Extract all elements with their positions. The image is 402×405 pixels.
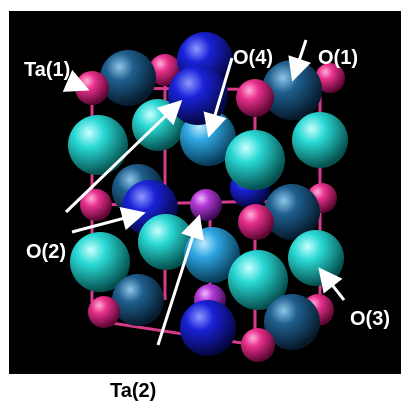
o1-atom — [264, 294, 320, 350]
o3-atom — [225, 130, 285, 190]
label-o3: O(3) — [350, 308, 390, 330]
ta1-atom — [238, 204, 274, 240]
o3-atom — [292, 112, 348, 168]
arrow-o2-lower — [71, 207, 146, 234]
o4-atom — [180, 300, 236, 356]
arrow-o2-upper — [64, 99, 183, 214]
arrow-o4 — [203, 57, 234, 138]
ta1-atom — [241, 328, 275, 362]
atoms-front-layer — [75, 65, 334, 362]
o3-atom — [288, 230, 344, 286]
o1-atom — [184, 227, 240, 283]
o1-atom — [264, 184, 320, 240]
o4-atom — [168, 65, 228, 125]
ta1-atom — [88, 296, 120, 328]
label-o4: O(4) — [233, 47, 273, 69]
ta1-atom — [149, 54, 181, 86]
ta1-atom — [236, 79, 274, 117]
label-o2: O(2) — [26, 241, 66, 263]
ta2-atom — [190, 189, 222, 221]
o3-atom — [138, 214, 194, 270]
arrow-ta1 — [62, 69, 90, 92]
arrow-o1 — [288, 39, 312, 82]
ta1-atom — [75, 71, 109, 105]
label-ta1: Ta(1) — [24, 59, 70, 81]
o3-atom — [68, 115, 128, 175]
annotation-arrows — [62, 39, 346, 346]
o1-atom — [112, 274, 164, 326]
label-o1: O(1) — [318, 47, 358, 69]
o3-atom — [228, 250, 288, 310]
ta1-atom — [315, 63, 345, 93]
arrow-o3 — [318, 267, 346, 301]
label-ta2: Ta(2) — [110, 380, 156, 402]
ta1-atom — [80, 189, 112, 221]
o3-atom — [70, 232, 130, 292]
o1-atom — [100, 50, 156, 106]
arrow-ta2 — [156, 214, 204, 346]
atoms-middle-layer — [68, 99, 348, 310]
